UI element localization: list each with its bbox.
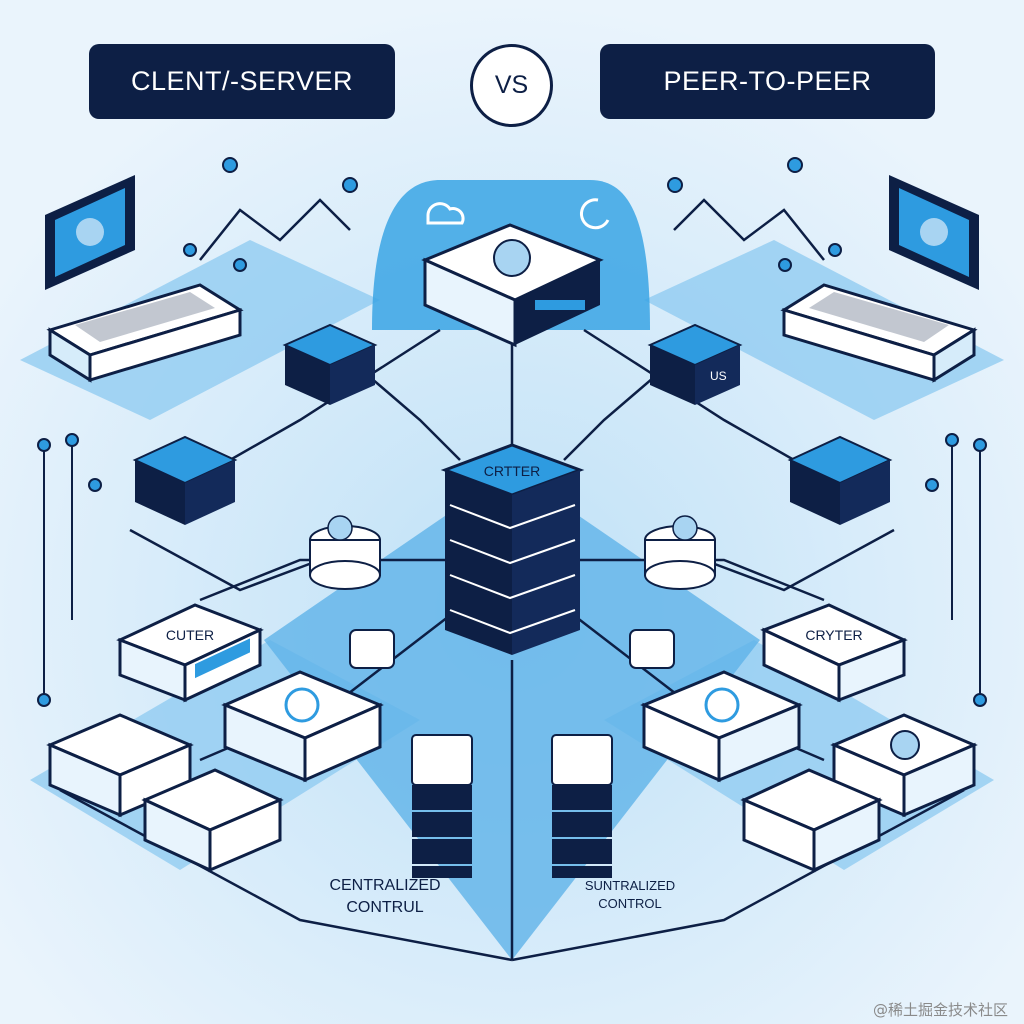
left-router-label: CUTER [166, 627, 214, 643]
cloud-icon [426, 202, 465, 225]
keyboard-right [780, 283, 978, 383]
router-right: CRYTER [760, 603, 908, 703]
right-server-text: US [710, 369, 727, 383]
node-upper-left [282, 323, 378, 405]
monitor-left [45, 175, 135, 290]
watermark: @稀土掘金技术社区 [872, 1001, 1008, 1019]
center-tower: CRTTER [440, 443, 585, 655]
pin-dots [37, 157, 987, 707]
switch-left-upper [221, 670, 384, 783]
peer-to-peer-title: PEER-TO-PEER [600, 44, 935, 119]
switch-right-upper [640, 670, 803, 783]
stack-right [551, 734, 613, 878]
cylinder-left [309, 515, 381, 590]
switch-left-lower-2 [141, 768, 284, 873]
refresh-icon [579, 198, 610, 230]
right-caption-line1: SUNTRALIZED [585, 878, 675, 893]
switch-right-lower [830, 713, 978, 818]
right-router-label: CRYTER [805, 627, 862, 643]
node-upper-right: US [647, 323, 743, 405]
keyboard-left [46, 283, 244, 383]
client-server-title: CLENT/-SERVER [89, 44, 395, 119]
stack-left [411, 734, 473, 878]
monitor-right [889, 175, 979, 290]
center-tower-label: CRTTER [484, 463, 541, 479]
left-caption-line2: CONTRUL [346, 899, 423, 916]
node-mid-right [787, 435, 893, 525]
small-cube-left [349, 629, 395, 669]
small-cube-right [629, 629, 675, 669]
left-caption-line1: CENTRALIZED [329, 877, 440, 894]
switch-right-lower-2 [740, 768, 883, 873]
top-server [421, 223, 604, 348]
right-caption-line2: CONTROL [598, 896, 662, 911]
router-left: CUTER [116, 603, 264, 703]
vs-badge: VS [470, 44, 553, 127]
switch-left-lower [46, 713, 194, 818]
node-mid-left [132, 435, 238, 525]
cylinder-right [644, 515, 716, 590]
